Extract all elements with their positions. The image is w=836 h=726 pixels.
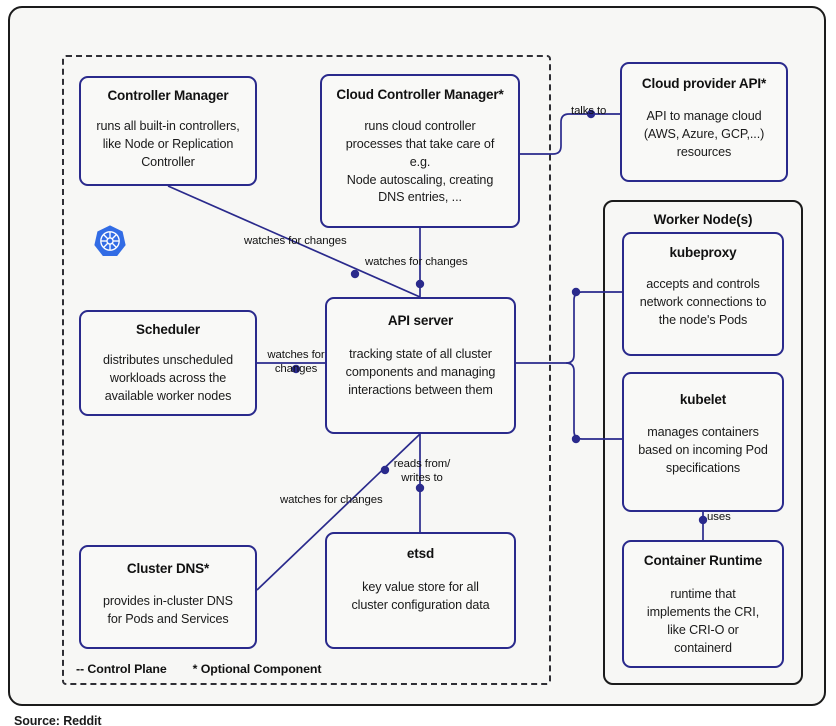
node-body: manages containers based on incoming Pod… [638, 424, 768, 475]
node-kubelet[interactable]: kubelet manages containers based on inco… [622, 372, 784, 512]
edge-label-kubelet-to-container-runtime: uses [707, 511, 731, 523]
worker-node-title: Worker Node(s) [653, 212, 753, 227]
kubernetes-logo [94, 225, 126, 256]
node-etcd[interactable]: etsd key value store for all cluster con… [325, 532, 516, 649]
edge-label-api-server-to-etcd: reads from/ writes to [393, 458, 451, 485]
node-title: etsd [406, 546, 435, 561]
node-body: accepts and controls network connections… [639, 276, 767, 327]
node-body: API to manage cloud (AWS, Azure, GCP,...… [643, 108, 765, 159]
legend-optional-component: * Optional Component [192, 662, 322, 676]
node-body: key value store for all cluster configur… [351, 579, 490, 612]
node-title: Cloud Controller Manager* [336, 87, 504, 102]
edge-label-controller-manager-to-api-server: watches for changes [244, 235, 347, 247]
node-title: Cloud provider API* [641, 76, 767, 91]
node-body: runtime that implements the CRI, like CR… [646, 586, 760, 655]
edge-label-scheduler-to-api-server: watches for changes [267, 349, 325, 376]
node-scheduler[interactable]: Scheduler distributes unscheduled worklo… [79, 310, 257, 416]
node-title: Container Runtime [643, 553, 763, 568]
node-body: tracking state of all cluster components… [345, 346, 496, 397]
node-body: runs cloud controller processes that tak… [345, 118, 495, 205]
edge-label-talks-to: talks to [571, 105, 607, 117]
node-worker-node-group[interactable]: Worker Node(s) [603, 200, 803, 685]
control-plane-boundary [62, 55, 551, 685]
node-title: Controller Manager [107, 88, 229, 103]
legend-control-plane: -- Control Plane [76, 662, 167, 676]
node-title: Scheduler [136, 322, 200, 337]
node-title: Cluster DNS* [126, 561, 210, 576]
node-body: provides in-cluster DNS for Pods and Ser… [103, 593, 233, 626]
node-body: runs all built-in controllers, like Node… [96, 118, 240, 169]
node-kubeproxy[interactable]: kubeproxy accepts and controls network c… [622, 232, 784, 356]
source-caption: Source: Reddit [14, 714, 102, 726]
node-title: kubeproxy [669, 245, 737, 260]
node-body: distributes unscheduled workloads across… [102, 352, 234, 403]
node-cloud-controller-manager[interactable]: Cloud Controller Manager* runs cloud con… [320, 74, 520, 228]
legend: -- Control Plane * Optional Component [76, 662, 322, 676]
node-cluster-dns[interactable]: Cluster DNS* provides in-cluster DNS for… [79, 545, 257, 649]
node-controller-manager[interactable]: Controller Manager runs all built-in con… [79, 76, 257, 186]
node-title: API server [387, 313, 454, 328]
node-api-server[interactable]: API server tracking state of all cluster… [325, 297, 516, 434]
edge-label-cloud-controller-manager-to-api-server: watches for changes [365, 256, 468, 268]
node-cloud-provider-api[interactable]: Cloud provider API* API to manage cloud … [620, 62, 788, 182]
edge-label-cluster-dns-to-api-server: watches for changes [280, 494, 383, 506]
node-title: kubelet [679, 392, 727, 407]
node-container-runtime[interactable]: Container Runtime runtime that implement… [622, 540, 784, 668]
